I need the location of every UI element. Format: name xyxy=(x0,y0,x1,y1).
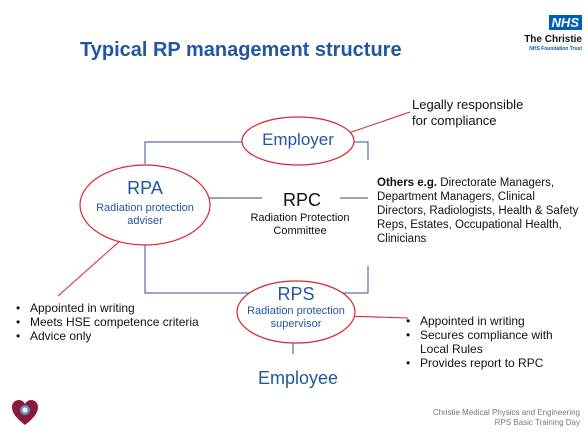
list-item: Meets HSE competence criteria xyxy=(16,315,216,329)
employer-label: Employer xyxy=(262,130,334,149)
list-item: Secures compliance with Local Rules xyxy=(406,328,576,356)
rps-label: RPS xyxy=(277,284,315,304)
employer-ellipse xyxy=(241,116,355,166)
nhs-logo: NHS The Christie NHS Foundation Trust xyxy=(508,14,582,53)
connector-employer-right xyxy=(352,141,369,160)
footer-line-2: RPS Basic Training Day xyxy=(494,418,580,427)
list-item: Appointed in writing xyxy=(406,314,576,328)
others-bold: Others e.g. xyxy=(377,177,438,189)
rpa-ellipse xyxy=(79,164,211,246)
footer-line-1: Christie Medical Physics and Engineering xyxy=(432,408,580,417)
nhs-logo-org: The Christie xyxy=(524,34,582,45)
rpa-subtitle: Radiation protection adviser xyxy=(96,202,194,227)
others-list: Directorate Managers, Department Manager… xyxy=(377,177,579,245)
slide-title: Typical RP management structure xyxy=(80,39,402,61)
employee-label: Employee xyxy=(257,368,339,388)
rpc-label: RPC xyxy=(282,190,321,210)
callout-employer-note xyxy=(339,111,411,137)
employer-note: Legally responsible for compliance xyxy=(412,97,524,128)
rps-bullet-list: Appointed in writing Secures compliance … xyxy=(406,314,576,370)
heart-logo-icon xyxy=(12,400,38,425)
rps-subtitle: Radiation protection supervisor xyxy=(247,305,345,330)
footer: Christie Medical Physics and Engineering… xyxy=(340,408,580,428)
connector-employer-left xyxy=(144,141,246,164)
connector-rpa-rps xyxy=(144,228,252,294)
callout-rpa-bullets xyxy=(57,231,131,297)
nhs-logo-trust: NHS Foundation Trust xyxy=(529,46,582,52)
rps-ellipse xyxy=(236,280,356,344)
others-text: Others e.g. Directorate Managers, Depart… xyxy=(377,176,583,246)
list-item: Appointed in writing xyxy=(16,301,216,315)
list-item: Provides report to RPC xyxy=(406,356,576,370)
rpa-bullet-list: Appointed in writing Meets HSE competenc… xyxy=(16,301,216,343)
rpa-label: RPA xyxy=(127,178,163,198)
rpc-subtitle: Radiation Protection Committee xyxy=(250,212,350,237)
nhs-logo-mark: NHS xyxy=(548,15,582,30)
list-item: Advice only xyxy=(16,329,216,343)
